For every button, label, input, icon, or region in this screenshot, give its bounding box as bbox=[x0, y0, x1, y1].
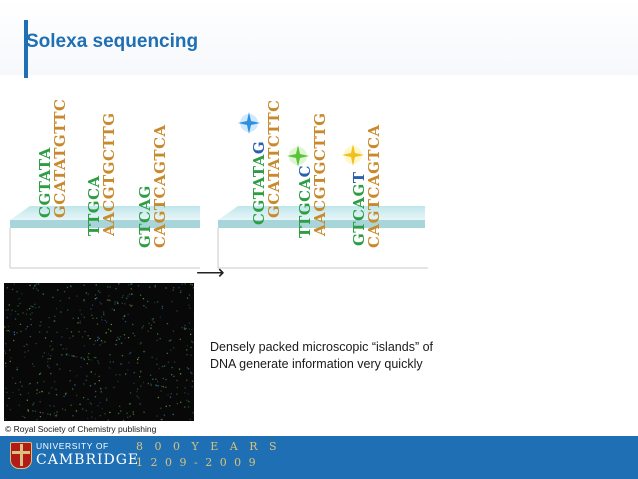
right-plate-edge bbox=[218, 220, 425, 228]
cluster-dots bbox=[4, 283, 194, 421]
left-strand-3-bottom: CAGTCAGTCA bbox=[151, 124, 169, 248]
caption: Densely packed microscopic “islands” of … bbox=[210, 339, 510, 373]
right-strand-2-bottom: AACGTGCTTG bbox=[311, 112, 329, 236]
fluorescent-star-green-icon bbox=[287, 145, 309, 167]
right-strand-3-bottom: CAGTCAGTCA bbox=[365, 124, 383, 248]
image-credit: © Royal Society of Chemistry publishing bbox=[5, 424, 157, 434]
caption-line-2: DNA generate information very quickly bbox=[210, 357, 423, 371]
header-band bbox=[0, 0, 638, 75]
sequencing-diagram: CGTATA GCATATGTTC TTGCA AACGTGCTTG GTCAG… bbox=[0, 88, 430, 284]
crest-cross-v bbox=[20, 444, 23, 466]
footer-cambridge: CAMBRIDGE bbox=[36, 452, 140, 468]
title-accent-bar bbox=[24, 20, 28, 78]
microscopy-image bbox=[4, 283, 194, 421]
fluorescent-star-yellow-icon bbox=[342, 144, 364, 166]
caption-line-1: Densely packed microscopic “islands” of bbox=[210, 340, 434, 354]
footer-dates: 1 2 0 9 - 2 0 0 9 bbox=[136, 456, 258, 469]
slide-title: Solexa sequencing bbox=[26, 31, 199, 52]
right-plate-surface bbox=[218, 206, 425, 220]
glass-plates bbox=[9, 206, 428, 269]
footer bbox=[0, 436, 638, 479]
fluorescent-star-blue-icon bbox=[238, 112, 260, 134]
header: Solexa sequencing bbox=[0, 0, 638, 95]
left-strand-2-bottom: AACGTGCTTG bbox=[100, 112, 118, 236]
footer-years: 8 0 0 Y E A R S bbox=[136, 440, 281, 453]
transition-arrow: ⟶ bbox=[196, 262, 225, 284]
left-strand-1-bottom: GCATATGTTC bbox=[51, 98, 69, 218]
left-plate-edge bbox=[10, 220, 200, 228]
left-plate-surface bbox=[10, 206, 200, 220]
right-strand-1-bottom: GCATATCTTC bbox=[265, 99, 283, 218]
footer-university-of: UNIVERSITY OF bbox=[36, 441, 109, 451]
